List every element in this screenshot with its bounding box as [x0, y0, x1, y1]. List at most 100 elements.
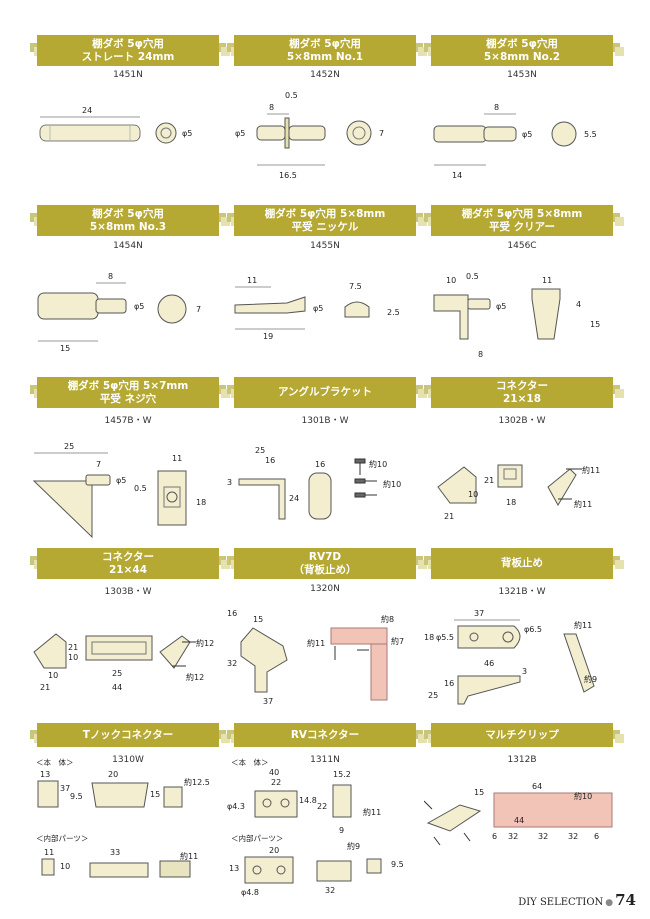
svg-text:21: 21 — [484, 476, 494, 485]
svg-text:φ4.8: φ4.8 — [241, 888, 259, 897]
svg-text:φ6.5: φ6.5 — [524, 625, 542, 634]
rv-connector-drawing: 40 22 15.2 φ4.3 14.8 22 約11 9 20 13 φ4.8… — [227, 768, 404, 897]
svg-text:21: 21 — [444, 512, 454, 521]
svg-text:64: 64 — [532, 782, 542, 791]
svg-text:10: 10 — [468, 490, 478, 499]
svg-text:約11: 約11 — [574, 620, 592, 630]
svg-text:約10: 約10 — [574, 791, 592, 801]
svg-text:8: 8 — [269, 103, 274, 112]
product-title: アングルブラケット — [234, 377, 416, 408]
flat-support-clear-drawing: 10 0.5 φ5 8 11 4 15 — [433, 272, 600, 359]
svg-text:7: 7 — [379, 129, 384, 138]
svg-text:約12.5: 約12.5 — [184, 777, 210, 787]
svg-text:約12: 約12 — [196, 638, 214, 648]
svg-text:24: 24 — [289, 494, 299, 503]
svg-text:6: 6 — [492, 832, 497, 841]
product-code: 1320N — [310, 584, 340, 594]
product-code: 1310W — [112, 755, 144, 765]
page-number: 74 — [615, 891, 636, 909]
svg-text:φ5: φ5 — [496, 302, 506, 311]
svg-text:10: 10 — [446, 276, 456, 285]
svg-text:32: 32 — [508, 832, 518, 841]
svg-text:φ5: φ5 — [522, 130, 532, 139]
page-footer: DIY SELECTION●74 — [518, 891, 636, 909]
svg-text:20: 20 — [269, 846, 279, 855]
svg-text:10: 10 — [60, 862, 70, 871]
rv7d-drawing: 16 15 32 37 約11 約8 約7 — [227, 609, 404, 706]
back-panel-stopper-drawing: 37 18 φ5.5 φ6.5 約11 46 3 16 25 約9 — [424, 609, 597, 705]
band-decor — [611, 556, 624, 569]
svg-text:16.5: 16.5 — [279, 171, 297, 180]
svg-text:約10: 約10 — [383, 479, 401, 489]
svg-text:0.5: 0.5 — [466, 272, 479, 281]
t-knock-connector-drawing: 13 37 9.5 20 15 約12.5 11 10 33 約11 — [37, 770, 210, 878]
dim-dia: φ5 — [182, 129, 192, 138]
label-body: ＜本 体＞ — [231, 758, 269, 767]
product-code: 1456C — [507, 241, 537, 251]
svg-text:8: 8 — [108, 272, 113, 281]
product-title: 棚ダボ 5φ穴用 ストレート 24mm — [37, 35, 219, 66]
svg-text:11: 11 — [44, 848, 54, 857]
svg-text:φ5: φ5 — [116, 476, 126, 485]
svg-text:18: 18 — [424, 633, 434, 642]
svg-text:約10: 約10 — [369, 459, 387, 469]
product-code: 1452N — [310, 70, 340, 80]
svg-text:0.5: 0.5 — [134, 484, 147, 493]
svg-text:16: 16 — [227, 609, 237, 618]
band-decor — [611, 43, 624, 56]
svg-text:15: 15 — [253, 615, 263, 624]
svg-text:6: 6 — [594, 832, 599, 841]
svg-text:33: 33 — [110, 848, 120, 857]
svg-text:約8: 約8 — [381, 614, 394, 624]
footer-label: DIY SELECTION — [518, 897, 604, 908]
svg-text:15: 15 — [60, 344, 70, 353]
svg-text:11: 11 — [542, 276, 552, 285]
svg-text:15.2: 15.2 — [333, 770, 351, 779]
product-title: 棚ダボ 5φ穴用 5×8mm No.1 — [234, 35, 416, 66]
svg-text:7: 7 — [196, 305, 201, 314]
svg-text:約12: 約12 — [186, 672, 204, 682]
svg-text:約11: 約11 — [307, 638, 325, 648]
product-title: 棚ダボ 5φ穴用 5×8mm 平受 クリアー — [431, 205, 613, 236]
svg-text:21: 21 — [68, 643, 78, 652]
footer-dot-icon: ● — [605, 898, 614, 908]
svg-text:15: 15 — [474, 788, 484, 797]
product-title: 棚ダボ 5φ穴用 5×8mm 平受 ニッケル — [234, 205, 416, 236]
svg-text:44: 44 — [112, 683, 122, 692]
product-title: マルチクリップ — [431, 723, 613, 747]
svg-text:9: 9 — [339, 826, 344, 835]
band-decor — [217, 730, 230, 743]
product-code: 1457B・W — [104, 416, 152, 426]
product-title: 背板止め — [431, 548, 613, 579]
product-code: 1454N — [113, 241, 143, 251]
band-decor — [217, 385, 230, 398]
svg-text:32: 32 — [568, 832, 578, 841]
screw-hole-support-drawing: 25 7 φ5 0.5 11 18 — [32, 442, 206, 539]
product-code: 1451N — [113, 70, 143, 80]
svg-text:8: 8 — [494, 103, 499, 112]
svg-text:3: 3 — [227, 478, 232, 487]
svg-text:22: 22 — [271, 778, 281, 787]
svg-text:約11: 約11 — [582, 465, 600, 475]
band-decor — [414, 213, 427, 226]
svg-text:46: 46 — [484, 659, 494, 668]
svg-text:約11: 約11 — [574, 499, 592, 509]
svg-text:φ5: φ5 — [134, 302, 144, 311]
angle-bracket-drawing: 25 16 3 24 16 約10 約10 — [227, 446, 401, 520]
product-code: 1302B・W — [498, 416, 546, 426]
band-decor — [611, 730, 624, 743]
product-title: RVコネクター — [234, 723, 416, 747]
product-code: 1311N — [310, 755, 340, 765]
svg-text:φ4.3: φ4.3 — [227, 802, 245, 811]
svg-text:25: 25 — [64, 442, 74, 451]
multi-clip-drawing: 15 64 約10 44 6 32 32 32 6 — [424, 782, 613, 846]
svg-text:φ5: φ5 — [235, 129, 245, 138]
svg-text:約11: 約11 — [363, 807, 381, 817]
svg-text:4: 4 — [576, 300, 581, 309]
product-code: 1455N — [310, 241, 340, 251]
band-decor — [414, 730, 427, 743]
svg-text:10: 10 — [48, 671, 58, 680]
svg-text:18: 18 — [196, 498, 206, 507]
product-code: 1301B・W — [301, 416, 349, 426]
svg-text:φ5.5: φ5.5 — [436, 633, 454, 642]
